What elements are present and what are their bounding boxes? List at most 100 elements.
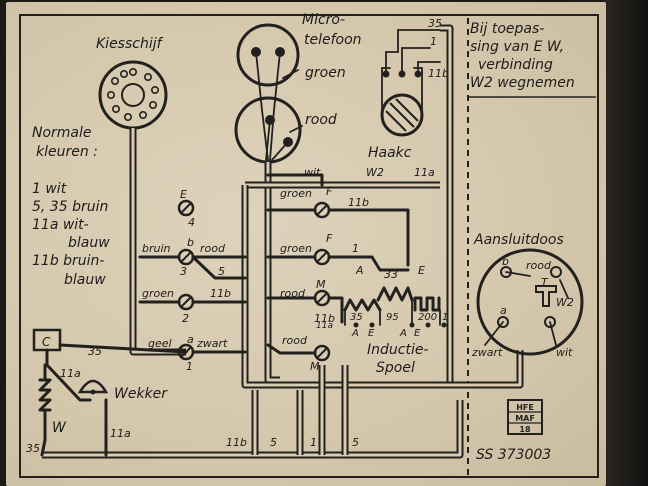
label-c-box: C (42, 335, 51, 349)
term-aan-b: b (502, 255, 509, 268)
label-note-1: Bij toepas- (470, 21, 544, 37)
diagram-frame (19, 14, 599, 478)
label-kleur-3: 11a wit- (32, 217, 89, 233)
term-W2: W2 (366, 166, 384, 179)
term-35-spoel: 35 (350, 312, 363, 323)
label-normale-2: kleuren : (36, 144, 98, 160)
term-2: 2 (182, 312, 189, 325)
term-bruin: bruin (142, 242, 171, 255)
term-33: 33 (384, 268, 398, 281)
term-E: E (180, 188, 187, 201)
term-aan-wit: wit (556, 346, 573, 359)
term-1-F2: 1 (352, 242, 359, 255)
term-aan-T: T (541, 276, 549, 289)
background-shadow (604, 0, 648, 486)
term-11b-F1: 11b (348, 196, 369, 209)
term-aan-rood: rood (526, 259, 552, 272)
terminal-E (177, 199, 195, 217)
junction-box-icon (476, 248, 584, 356)
label-kleur-5: 11b bruin- (32, 253, 104, 269)
bell-icon (77, 379, 109, 395)
term-A-spoel-1: A (351, 328, 359, 339)
label-w: W (52, 420, 67, 436)
term-E-F2: E (418, 264, 425, 277)
term-M2: M (310, 360, 320, 373)
label-micro-1: Micro- (302, 12, 345, 28)
term-haak-35: 35 (428, 17, 442, 30)
terminal-2 (177, 293, 195, 311)
term-11a-bottom: 11a (110, 427, 131, 440)
label-inductie-1: Inductie- (367, 342, 429, 358)
logo-text-1: HFE (516, 403, 534, 412)
term-E-spoel-2: E (414, 328, 421, 339)
term-11b-left: 11b (210, 287, 231, 300)
term-a: a (187, 333, 194, 346)
label-rood-micro: rood (305, 112, 337, 128)
logo-text-3: 18 (519, 425, 531, 434)
dial-cable (129, 128, 186, 356)
term-11a-top: 11a (414, 166, 435, 179)
manufacturer-logo: HFE MAF 18 (507, 399, 543, 435)
term-zwart: zwart (196, 337, 228, 350)
logo-text-2: MAF (515, 414, 535, 423)
label-groen-micro: groen (305, 65, 346, 81)
term-groen-F2: groen (280, 242, 312, 255)
bell-coil-icon (38, 363, 52, 457)
term-rood-M2: rood (282, 334, 308, 347)
term-haak-11b: 11b (428, 67, 449, 80)
terminal-b (177, 248, 195, 266)
label-aansluitdoos: Aansluitdoos (473, 232, 564, 248)
label-haakc: Haakc (368, 145, 412, 161)
term-aan-a: a (500, 304, 507, 317)
term-wit: wit (304, 166, 321, 179)
term-F1: F (326, 185, 333, 198)
term-bottom-5b: 5 (352, 436, 359, 449)
term-35-bottom: 35 (26, 442, 40, 455)
term-11a-c: 11a (60, 367, 81, 380)
term-M1: M (316, 278, 326, 291)
term-35-c: 35 (88, 345, 102, 358)
term-1-a: 1 (186, 360, 193, 373)
term-b: b (187, 236, 194, 249)
term-rood-M: rood (280, 287, 306, 300)
term-11a-spoel: 11a (316, 321, 333, 331)
label-kleur-2: 5, 35 bruin (32, 199, 108, 215)
microtelephone-icon (234, 23, 303, 164)
label-note-2: sing van E W, (470, 39, 564, 55)
term-bottom-11b: 11b (226, 436, 247, 449)
term-groen-F1: groen (280, 187, 312, 200)
term-bottom-1: 1 (310, 436, 317, 449)
term-haak-1: 1 (430, 35, 437, 48)
term-groen-2: groen (142, 287, 174, 300)
term-A-F2: A (355, 264, 364, 277)
term-3: 3 (180, 265, 187, 278)
term-F2: F (326, 232, 333, 245)
label-kleur-6: blauw (64, 272, 106, 288)
term-A-spoel-2: A (399, 328, 407, 339)
label-inductie-2: Spoel (376, 360, 415, 376)
label-kleur-4: blauw (68, 235, 110, 251)
label-note-4: W2 wegnemen (470, 75, 575, 91)
term-11b-M: 11b (314, 312, 335, 325)
dial-icon (98, 60, 168, 130)
term-5: 5 (218, 265, 225, 278)
term-aan-zwart: zwart (471, 346, 503, 359)
label-note-3: verbinding (478, 57, 553, 73)
hook-switch-icon (380, 29, 441, 137)
induction-coil-icon (343, 286, 447, 328)
term-95: 95 (386, 312, 399, 323)
term-E-spoel-1: E (368, 328, 375, 339)
term-1-spoel: 1 (442, 312, 448, 323)
term-rood-b: rood (200, 242, 226, 255)
term-aan-W2: W2 (556, 296, 574, 309)
term-200: 200 (418, 312, 437, 323)
label-wekker: Wekker (114, 386, 168, 402)
label-micro-2: telefoon (304, 32, 362, 48)
term-bottom-5: 5 (270, 436, 277, 449)
label-normale-1: Normale (32, 125, 92, 141)
label-serial: SS 373003 (476, 447, 551, 463)
label-kiesschijf: Kiesschijf (96, 36, 164, 52)
term-4: 4 (188, 216, 195, 229)
